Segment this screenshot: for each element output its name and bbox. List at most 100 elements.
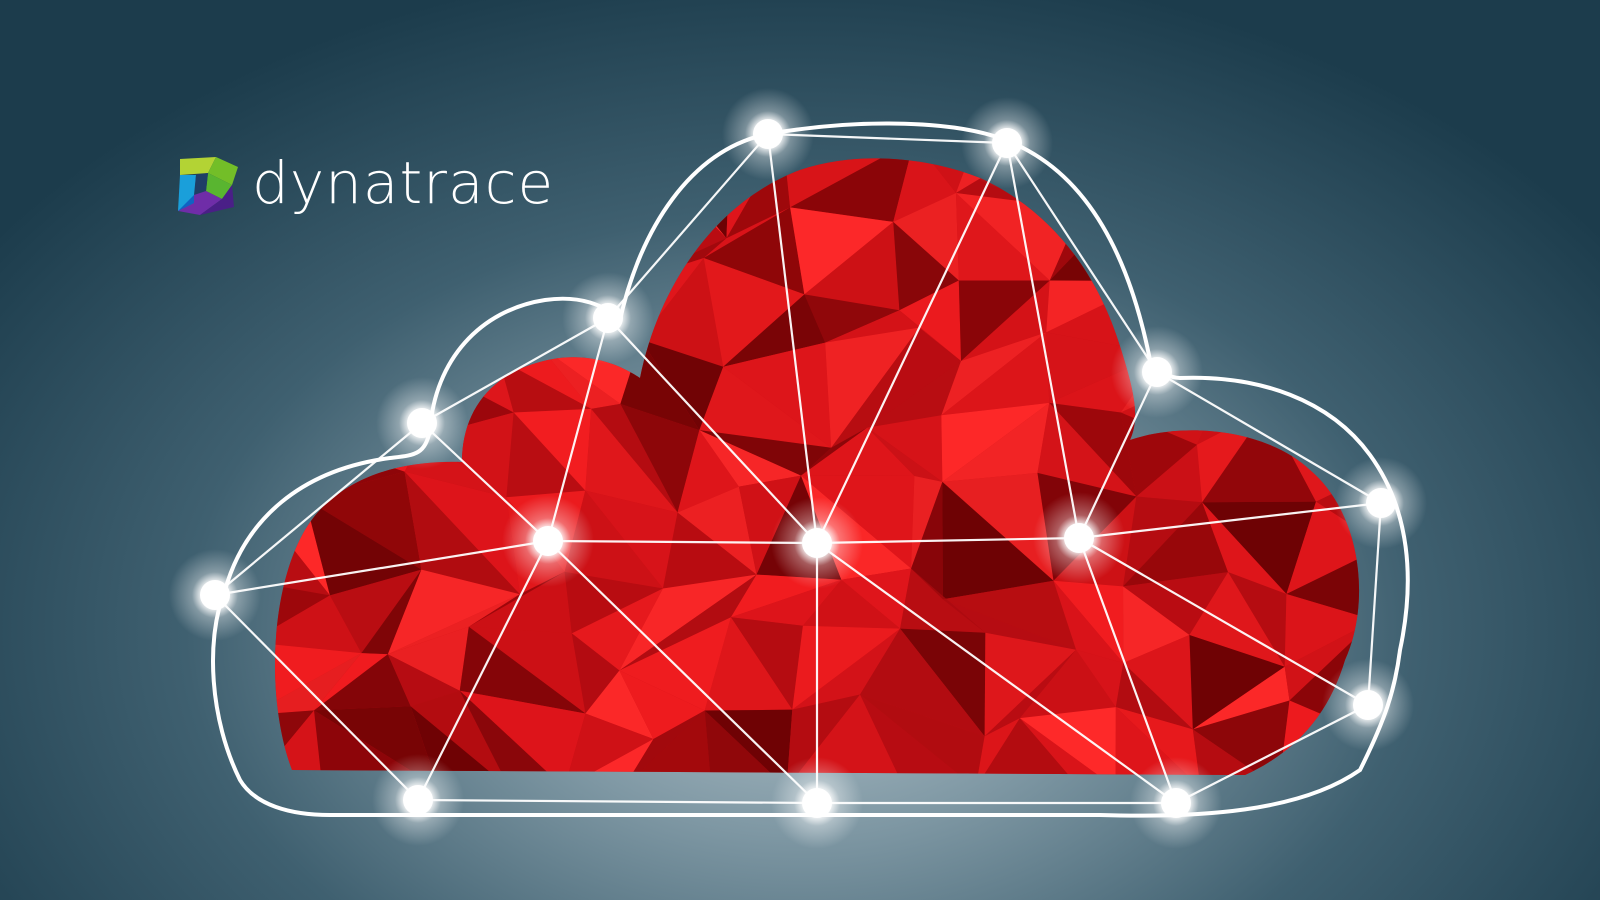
- cloud-facet: [699, 430, 832, 476]
- cloud-facet: [468, 571, 572, 634]
- cloud-facet: [893, 221, 959, 311]
- cloud-facet: [662, 512, 757, 589]
- cloud-facet: [703, 257, 805, 367]
- cloud-facet: [704, 710, 787, 776]
- cloud-facet: [1338, 342, 1360, 436]
- cloud-facet: [393, 193, 490, 299]
- cloud-facet: [459, 690, 586, 776]
- network-link: [607, 317, 818, 544]
- cloud-facet: [703, 207, 791, 258]
- cloud-facet: [313, 221, 394, 290]
- cloud-facet: [1346, 270, 1360, 379]
- cloud-facet: [564, 490, 663, 589]
- cloud-facet: [553, 158, 681, 191]
- cloud-facet: [723, 342, 832, 448]
- network-link: [417, 540, 549, 801]
- network-node: [533, 526, 563, 556]
- network-link: [214, 539, 549, 597]
- cloud-facet: [1192, 666, 1290, 730]
- cloud-facet: [911, 475, 943, 569]
- cloud-facet: [388, 158, 466, 216]
- network-node: [593, 303, 623, 333]
- cloud-facet: [1346, 270, 1360, 343]
- cloud-facet: [804, 294, 900, 343]
- cloud-facet: [831, 327, 920, 448]
- cloud-facet: [1123, 635, 1193, 730]
- network-node: [403, 785, 433, 815]
- cloud-facet: [571, 633, 620, 714]
- cloud-facet: [314, 710, 439, 776]
- cloud-facet: [941, 332, 1047, 416]
- cloud-facet: [619, 670, 705, 740]
- cloud-facet: [867, 327, 962, 428]
- cloud-facet: [893, 158, 956, 222]
- cloud-facet: [825, 327, 920, 448]
- cloud-facet: [792, 628, 901, 710]
- cloud-facet: [329, 569, 422, 654]
- cloud-facet: [275, 642, 362, 716]
- cloud-facet: [564, 713, 654, 776]
- cloud-facet: [1307, 187, 1360, 271]
- cloud-facet: [1019, 649, 1116, 719]
- cloud-facet: [387, 569, 520, 655]
- cloud-facet: [1123, 572, 1229, 636]
- network-node: [1161, 788, 1191, 818]
- cloud-facet: [313, 215, 394, 290]
- cloud-facet: [900, 628, 986, 737]
- cloud-facet: [1342, 158, 1360, 237]
- cloud-facet: [1266, 334, 1339, 436]
- cloud-facet: [620, 403, 700, 513]
- cloud-facet: [1206, 270, 1289, 362]
- cloud-facet: [359, 289, 434, 381]
- cloud-facet: [483, 237, 580, 299]
- cloud-facet: [275, 268, 360, 381]
- cloud-facet: [489, 158, 554, 238]
- cloud-facet: [1374, 564, 1450, 624]
- cloud-facet: [677, 486, 757, 575]
- cloud-facet: [792, 625, 901, 710]
- network-nodes: [169, 88, 1427, 849]
- cloud-facet: [941, 332, 1050, 416]
- cloud-facet: [1202, 501, 1316, 595]
- cloud-facet: [275, 211, 355, 283]
- network-link: [1005, 142, 1081, 539]
- network-node: [753, 119, 783, 149]
- cloud-facet: [801, 427, 915, 476]
- cloud-facet: [802, 579, 901, 629]
- cloud-facet: [1228, 572, 1287, 667]
- cloud-facet: [1206, 270, 1289, 335]
- cloud-facet: [640, 257, 724, 367]
- cloud-facet: [790, 207, 894, 295]
- cloud-facet: [899, 280, 962, 361]
- network-link: [816, 542, 1177, 804]
- cloud-facet: [1123, 586, 1190, 664]
- cloud-facet: [1151, 192, 1207, 282]
- network-node: [992, 128, 1022, 158]
- cloud-facet: [404, 471, 520, 595]
- cloud-facet: [513, 408, 592, 491]
- cloud-facet: [585, 670, 654, 740]
- cloud-facet: [942, 402, 1050, 482]
- cloud-facet: [619, 574, 757, 671]
- cloud-facet: [388, 158, 490, 216]
- network-link: [1077, 537, 1178, 804]
- dynatrace-logo: dynatrace: [172, 148, 554, 224]
- cloud-facet: [275, 376, 360, 440]
- network-node: [200, 580, 230, 610]
- cloud-facet: [387, 626, 469, 691]
- cloud-facet: [1374, 546, 1450, 620]
- cloud-facet: [1286, 546, 1360, 621]
- cloud-facet: [387, 594, 520, 655]
- network-link: [214, 594, 419, 801]
- cloud-facet: [1112, 192, 1200, 282]
- cloud-facet: [314, 654, 411, 711]
- cloud-facet: [1273, 270, 1360, 379]
- cloud-facet: [900, 568, 986, 633]
- cloud-facet: [699, 366, 832, 448]
- cloud-facet: [388, 193, 490, 290]
- cloud-facet: [1284, 594, 1360, 667]
- cloud-facet: [984, 649, 1077, 737]
- cloud-facet: [1049, 402, 1137, 497]
- network-node: [1353, 690, 1383, 720]
